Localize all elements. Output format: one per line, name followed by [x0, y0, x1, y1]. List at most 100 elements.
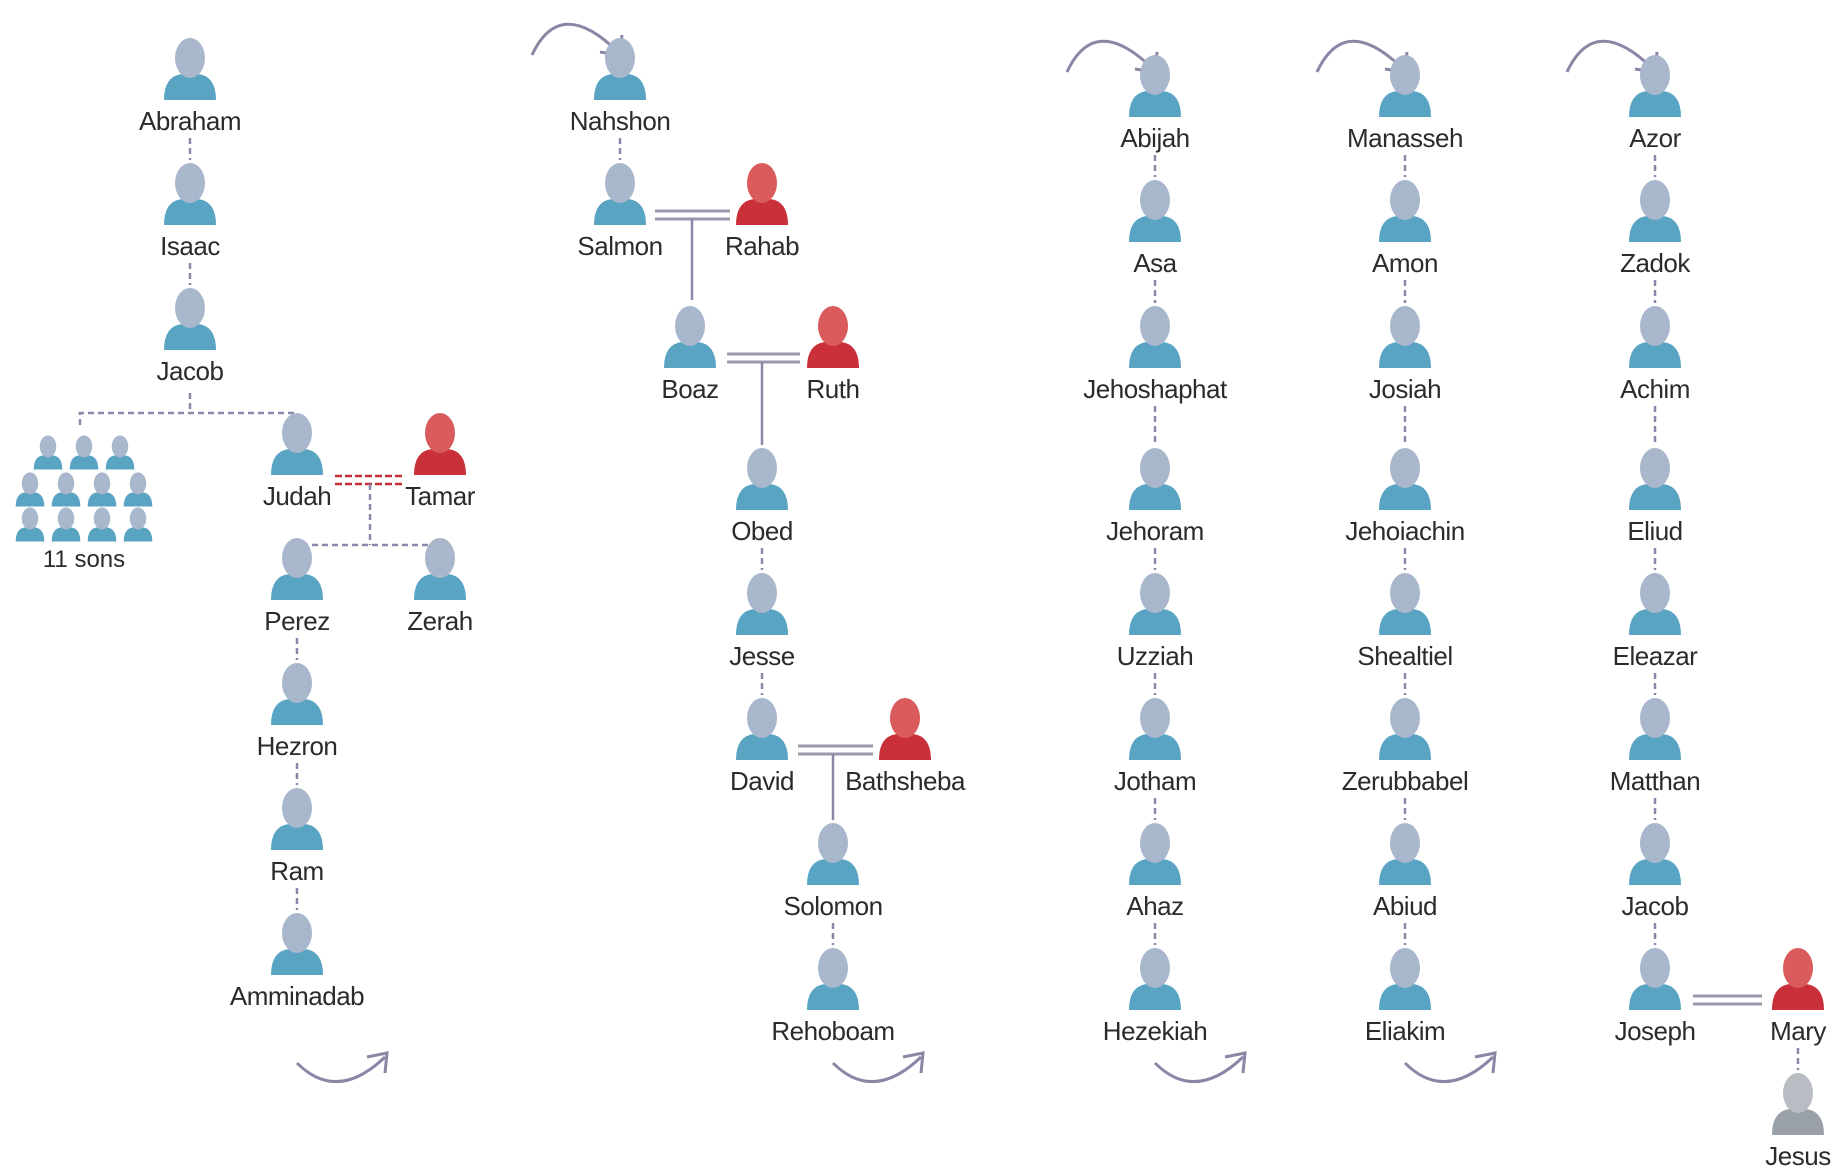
man-icon [594, 38, 646, 100]
person-label: Eliakim [1365, 1016, 1445, 1046]
person-label: Jehoiachin [1345, 516, 1464, 546]
man-icon [1379, 573, 1431, 635]
son-icon [51, 472, 81, 507]
person-zadok: Zadok [1620, 180, 1692, 278]
marriage-line [335, 474, 405, 486]
person-label: Amminadab [230, 981, 364, 1011]
person-label: Boaz [661, 374, 718, 404]
woman-icon [1772, 948, 1824, 1010]
son-icon [105, 435, 135, 470]
man-icon [1129, 180, 1181, 242]
person-label: Jacob [157, 356, 224, 386]
person-label: Shealtiel [1357, 641, 1452, 671]
person-jehoshaphat: Jehoshaphat [1083, 306, 1228, 404]
son-icon [123, 507, 153, 542]
branch-line [295, 543, 442, 560]
person-label: David [730, 766, 794, 796]
man-icon [1379, 823, 1431, 885]
person-label: Asa [1133, 248, 1177, 278]
person-label: Judah [263, 481, 331, 511]
son-icon [15, 507, 45, 542]
son-icon [15, 472, 45, 507]
person-label: Uzziah [1117, 641, 1193, 671]
son-icon [51, 507, 81, 542]
person-label: Isaac [160, 231, 220, 261]
person-label: Obed [731, 516, 793, 546]
son-icon [123, 472, 153, 507]
person-label: Azor [1629, 123, 1681, 153]
continue-arrow-icon [1403, 1051, 1497, 1084]
woman-icon [414, 413, 466, 475]
man-icon [1629, 55, 1681, 117]
person-perez: Perez [264, 538, 330, 636]
person-label: Ruth [807, 374, 860, 404]
person-mary: Mary [1770, 948, 1827, 1046]
son-icon [87, 472, 117, 507]
person-achim: Achim [1620, 306, 1690, 404]
person-hezron: Hezron [257, 663, 338, 761]
man-icon [736, 448, 788, 510]
man-icon [1129, 55, 1181, 117]
man-icon [807, 823, 859, 885]
person-rahab: Rahab [725, 163, 800, 261]
man-icon [1379, 948, 1431, 1010]
person-azor: Azor [1629, 55, 1682, 153]
person-bathsheba: Bathsheba [845, 698, 966, 796]
person-label: Manasseh [1347, 123, 1463, 153]
person-jotham: Jotham [1114, 698, 1197, 796]
man-icon [164, 163, 216, 225]
man-icon [164, 38, 216, 100]
man-icon [271, 413, 323, 475]
person-label: Josiah [1369, 374, 1441, 404]
son-icon [87, 507, 117, 542]
person-ahaz: Ahaz [1126, 823, 1184, 921]
man-icon [164, 288, 216, 350]
person-label: Zadok [1620, 248, 1691, 278]
person-josiah: Josiah [1369, 306, 1442, 404]
man-icon [1629, 306, 1681, 368]
person-eliakim: Eliakim [1365, 948, 1446, 1046]
person-label: Joseph [1615, 1016, 1696, 1046]
person-nahshon: Nahshon [570, 38, 671, 136]
person-label: Jesse [729, 641, 794, 671]
person-label: Eleazar [1613, 641, 1698, 671]
son-icon [69, 435, 99, 470]
man-icon [664, 306, 716, 368]
person-label: Achim [1620, 374, 1690, 404]
eleven-sons-group: 11 sons [15, 435, 153, 573]
person-label: Jehoshaphat [1083, 374, 1228, 404]
person-hezekiah: Hezekiah [1103, 948, 1208, 1046]
man-icon [736, 573, 788, 635]
continuation-arrows [295, 22, 1659, 1084]
person-label: Abijah [1120, 123, 1189, 153]
person-jacob-2: Jacob [1622, 823, 1689, 921]
person-rehoboam: Rehoboam [771, 948, 895, 1046]
person-solomon: Solomon [783, 823, 883, 921]
person-label: Salmon [577, 231, 662, 261]
man-icon [807, 948, 859, 1010]
man-icon [736, 698, 788, 760]
man-icon [1129, 306, 1181, 368]
person-amon: Amon [1372, 180, 1438, 278]
man-icon [271, 663, 323, 725]
person-label: Abiud [1373, 891, 1437, 921]
man-icon [1629, 573, 1681, 635]
continue-arrow-icon [295, 1051, 389, 1084]
person-manasseh: Manasseh [1347, 55, 1463, 153]
man-icon [1379, 55, 1431, 117]
son-icon [33, 435, 63, 470]
continue-arrow-icon [831, 1051, 925, 1084]
person-zerubbabel: Zerubbabel [1342, 698, 1469, 796]
person-label: Jehoram [1106, 516, 1204, 546]
person-joseph: Joseph [1615, 948, 1696, 1046]
person-zerah: Zerah [407, 538, 473, 636]
person-eleazar: Eleazar [1613, 573, 1699, 671]
person-matthan: Matthan [1610, 698, 1701, 796]
person-shealtiel: Shealtiel [1357, 573, 1453, 671]
person-abraham: Abraham [139, 38, 242, 136]
person-amminadab: Amminadab [230, 913, 365, 1011]
person-label: Abraham [139, 106, 241, 136]
person-label: Zerubbabel [1342, 766, 1469, 796]
